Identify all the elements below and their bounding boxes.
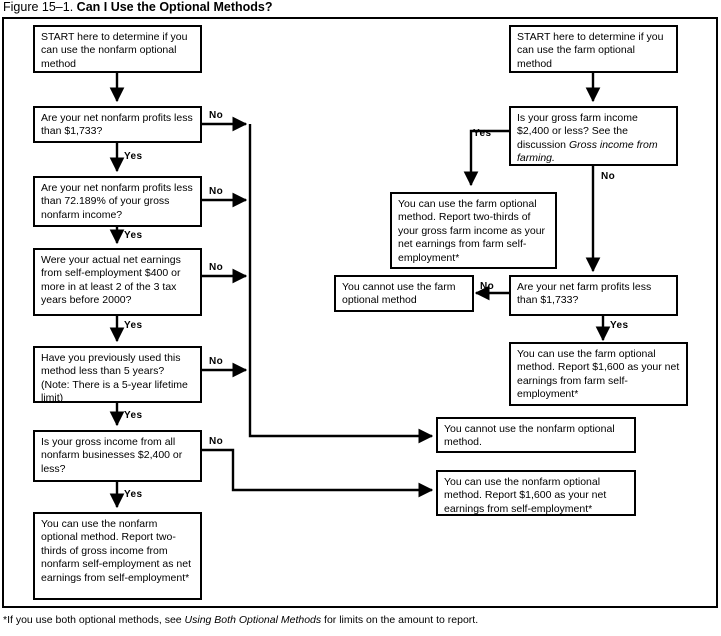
edge-label-farm-q1-yes: Yes bbox=[473, 128, 492, 139]
footnote-italic: Using Both Optional Methods bbox=[184, 614, 322, 626]
node-farm-start: START here to determine if you can use t… bbox=[509, 25, 678, 73]
node-nonfarm-result-1600: You can use the nonfarm optional method.… bbox=[436, 470, 636, 516]
edge-label-farm-q2-yes: Yes bbox=[610, 320, 629, 331]
edge-label-nonfarm-q4-yes: Yes bbox=[124, 410, 143, 421]
node-farm-result-two-thirds: You can use the farm optional method. Re… bbox=[390, 192, 557, 269]
node-nonfarm-cannot: You cannot use the nonfarm optional meth… bbox=[436, 417, 636, 453]
node-farm-q2: Are your net farm profits less than $1,7… bbox=[509, 275, 678, 316]
node-farm-cannot: You cannot use the farm optional method bbox=[334, 275, 474, 312]
edge-label-nonfarm-q1-yes: Yes bbox=[124, 151, 143, 162]
node-nonfarm-start: START here to determine if you can use t… bbox=[33, 25, 202, 73]
edge-label-nonfarm-q4-no: No bbox=[209, 356, 224, 367]
node-nonfarm-q5: Is your gross income from all nonfarm bu… bbox=[33, 430, 202, 482]
node-farm-result-1600: You can use the farm optional method. Re… bbox=[509, 342, 688, 406]
edge-label-nonfarm-q3-no: No bbox=[209, 262, 224, 273]
edge-label-nonfarm-q3-yes: Yes bbox=[124, 320, 143, 331]
node-nonfarm-q1: Are your net nonfarm profits less than $… bbox=[33, 106, 202, 143]
edge-label-nonfarm-q1-no: No bbox=[209, 110, 224, 121]
node-farm-q1-text: Is your gross farm income $2,400 or less… bbox=[517, 112, 638, 151]
footnote-post: for limits on the amount to report. bbox=[321, 614, 479, 626]
figure-heading: Can I Use the Optional Methods? bbox=[76, 0, 273, 14]
footnote-pre: *If you use both optional methods, see bbox=[3, 614, 185, 626]
figure-footnote: *If you use both optional methods, see U… bbox=[3, 614, 478, 626]
edge-label-farm-q1-no: No bbox=[601, 171, 616, 182]
edge-label-nonfarm-q5-yes: Yes bbox=[124, 489, 143, 500]
node-farm-q1: Is your gross farm income $2,400 or less… bbox=[509, 106, 678, 166]
edge-label-nonfarm-q2-yes: Yes bbox=[124, 230, 143, 241]
node-farm-q1-italic: Gross income from farming. bbox=[517, 138, 658, 165]
node-nonfarm-result-two-thirds: You can use the nonfarm optional method.… bbox=[33, 512, 202, 600]
figure-title: Figure 15–1. Can I Use the Optional Meth… bbox=[3, 0, 273, 16]
edge-label-farm-q2-no: No bbox=[480, 281, 495, 292]
node-nonfarm-q3: Were your actual net earnings from self-… bbox=[33, 248, 202, 316]
figure-number: Figure 15–1. bbox=[3, 0, 74, 14]
node-nonfarm-q2: Are your net nonfarm profits less than 7… bbox=[33, 176, 202, 227]
edge-label-nonfarm-q5-no: No bbox=[209, 436, 224, 447]
node-nonfarm-q4: Have you previously used this method les… bbox=[33, 346, 202, 403]
edge-label-nonfarm-q2-no: No bbox=[209, 186, 224, 197]
